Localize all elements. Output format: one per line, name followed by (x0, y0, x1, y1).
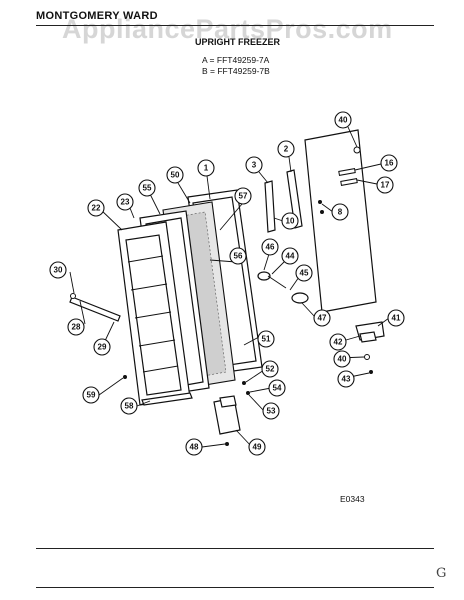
callout-30: 30 (49, 261, 67, 279)
screws (123, 354, 373, 446)
callout-44: 44 (281, 247, 299, 265)
svg-text:23: 23 (121, 198, 130, 207)
svg-text:10: 10 (286, 217, 295, 226)
callout-16: 16 (380, 154, 398, 172)
callout-50: 50 (166, 166, 184, 184)
svg-text:58: 58 (125, 402, 134, 411)
callout-17: 17 (376, 176, 394, 194)
svg-text:22: 22 (92, 204, 101, 213)
svg-text:49: 49 (253, 443, 262, 452)
footer-rule (36, 548, 434, 549)
header-rule (36, 25, 434, 26)
svg-text:45: 45 (300, 269, 309, 278)
svg-text:52: 52 (266, 365, 275, 374)
callout-1: 1 (197, 159, 215, 177)
door-handle (264, 169, 303, 233)
lock-assembly (257, 271, 309, 304)
callout-46: 46 (261, 238, 279, 256)
callout-29: 29 (93, 338, 111, 356)
callout-40-top: 40 (334, 111, 352, 129)
callout-2: 2 (277, 140, 295, 158)
callout-41: 41 (387, 309, 405, 327)
svg-text:59: 59 (87, 391, 96, 400)
svg-text:41: 41 (392, 314, 401, 323)
svg-text:54: 54 (273, 384, 282, 393)
svg-text:30: 30 (54, 266, 63, 275)
callout-10: 10 (281, 212, 299, 230)
svg-text:8: 8 (338, 208, 343, 217)
model-b: B = FFT49259-7B (202, 66, 270, 76)
callout-52: 52 (261, 360, 279, 378)
svg-text:28: 28 (72, 323, 81, 332)
svg-text:50: 50 (171, 171, 180, 180)
svg-text:47: 47 (318, 314, 327, 323)
callout-3: 3 (245, 156, 263, 174)
callout-58: 58 (120, 397, 138, 415)
callout-53: 53 (262, 402, 280, 420)
diagram-title: UPRIGHT FREEZER (195, 37, 281, 47)
callout-56: 56 (229, 247, 247, 265)
callout-47: 47 (313, 309, 331, 327)
callout-8: 8 (331, 203, 349, 221)
handwritten-mark: G (436, 566, 447, 581)
svg-text:2: 2 (284, 145, 289, 154)
callout-59: 59 (82, 386, 100, 404)
callout-40-bottom: 40 (333, 350, 351, 368)
callout-51: 51 (257, 330, 275, 348)
diagram-code: E0343 (340, 494, 365, 504)
svg-text:56: 56 (234, 252, 243, 261)
callout-28: 28 (67, 318, 85, 336)
callout-48: 48 (185, 438, 203, 456)
svg-text:16: 16 (385, 159, 394, 168)
callout-57: 57 (234, 187, 252, 205)
callout-42: 42 (329, 333, 347, 351)
svg-text:17: 17 (381, 181, 390, 190)
door-shelf-bar (69, 293, 121, 322)
brand-name: MONTGOMERY WARD (36, 10, 158, 22)
callout-23: 23 (116, 193, 134, 211)
svg-text:1: 1 (204, 164, 209, 173)
svg-text:46: 46 (266, 243, 275, 252)
door-outer-panel (304, 129, 377, 313)
hinge-bracket (213, 395, 241, 435)
svg-text:57: 57 (239, 192, 248, 201)
footer-rule-bottom (36, 587, 434, 588)
svg-text:51: 51 (262, 335, 271, 344)
svg-text:29: 29 (98, 343, 107, 352)
callout-43: 43 (337, 370, 355, 388)
svg-text:53: 53 (267, 407, 276, 416)
svg-text:3: 3 (252, 161, 257, 170)
svg-text:40: 40 (338, 355, 347, 364)
callout-45: 45 (295, 264, 313, 282)
svg-text:42: 42 (334, 338, 343, 347)
svg-text:43: 43 (342, 375, 351, 384)
watermark: AppliancePartsPros.com (62, 14, 393, 44)
svg-text:48: 48 (190, 443, 199, 452)
svg-text:44: 44 (286, 252, 295, 261)
model-a: A = FFT49259-7A (202, 55, 270, 65)
svg-text:55: 55 (143, 184, 152, 193)
lower-hinge (355, 321, 385, 343)
door-inner-liner (117, 221, 191, 406)
callout-55: 55 (138, 179, 156, 197)
svg-text:40: 40 (339, 116, 348, 125)
callout-22: 22 (87, 199, 105, 217)
callout-54: 54 (268, 379, 286, 397)
callout-49: 49 (248, 438, 266, 456)
